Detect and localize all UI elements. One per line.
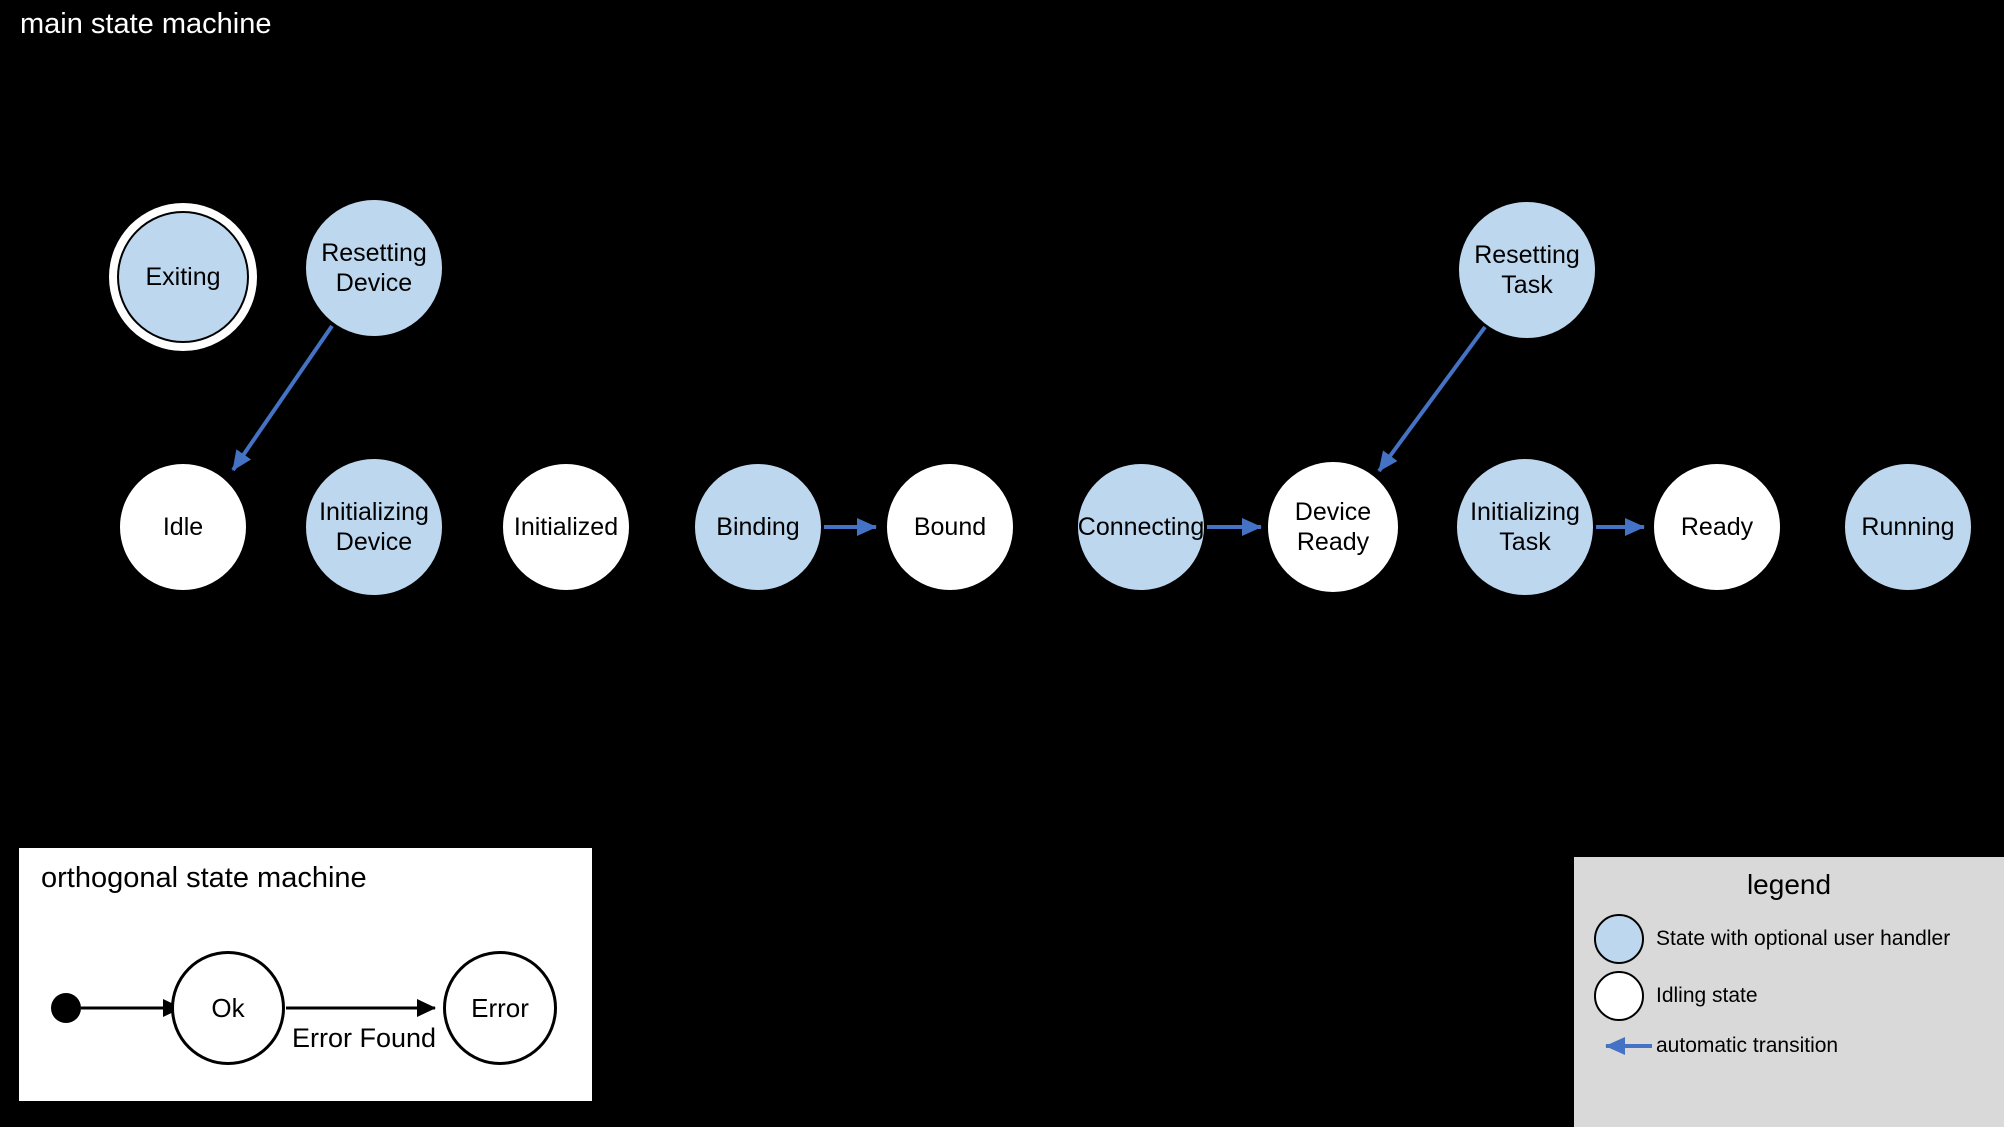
legend-title: legend [1746, 869, 1832, 900]
state-label: Task [1499, 528, 1551, 556]
state-ready: Ready [1652, 462, 1782, 592]
state-device-ready: Device Ready [1266, 460, 1400, 594]
state-binding: Binding [693, 462, 823, 592]
main-machine-title: main state machine [20, 8, 272, 40]
orthogonal-machine-panel: orthogonal state machine Ok Error Error … [19, 848, 592, 1101]
arrow-resetting-device-to-idle [231, 324, 334, 472]
state-label: Exiting [145, 262, 221, 291]
state-label: Bound [913, 512, 987, 541]
arrow-resetting-task-to-device-ready [1377, 325, 1487, 473]
state-exiting: Exiting [117, 211, 249, 343]
state-resetting-task: Resetting Task [1457, 200, 1597, 340]
state-label: Error [471, 992, 529, 1023]
state-label: Resetting [1474, 240, 1580, 269]
state-label: Resetting [321, 238, 427, 267]
state-label: Initializing [1470, 497, 1580, 526]
state-bound: Bound [885, 462, 1015, 592]
state-label: Task [1501, 271, 1553, 299]
state-label: Initializing [319, 497, 429, 526]
state-error: Error [443, 951, 557, 1065]
initial-state-dot [51, 993, 81, 1023]
state-initializing-task: Initializing Task [1455, 457, 1595, 597]
state-label: Ready [1680, 512, 1754, 541]
legend-panel: legend State with optional user handler … [1574, 857, 2004, 1127]
state-label: Ready [1296, 528, 1370, 556]
legend-item-label: State with optional user handler [1656, 927, 1951, 950]
state-label: Device [335, 269, 413, 297]
orthogonal-machine-title: orthogonal state machine [41, 862, 367, 894]
orthogonal-machine-arrows [51, 993, 436, 1023]
state-resetting-device: Resetting Device [304, 198, 444, 338]
state-label: Idle [162, 512, 204, 541]
legend-item-label: Idling state [1656, 984, 1758, 1007]
state-label: Ok [211, 992, 245, 1023]
state-label: Running [1861, 512, 1955, 541]
state-initialized: Initialized [501, 462, 631, 592]
state-initializing-device: Initializing Device [304, 457, 444, 597]
legend-item-label: automatic transition [1656, 1034, 1839, 1057]
legend-idling-state-icon [1594, 971, 1644, 1021]
state-running: Running [1843, 462, 1973, 592]
state-connecting: Connecting [1076, 462, 1206, 592]
transition-label-error-found: Error Found [291, 1023, 437, 1053]
state-idle: Idle [118, 462, 248, 592]
state-label: Binding [716, 512, 800, 541]
state-ok: Ok [171, 951, 285, 1065]
legend-blue-state-icon [1594, 914, 1644, 964]
state-label: Device [335, 528, 413, 556]
state-label: Connecting [1077, 512, 1205, 541]
state-label: Device [1294, 497, 1372, 526]
state-label: Initialized [513, 512, 619, 541]
